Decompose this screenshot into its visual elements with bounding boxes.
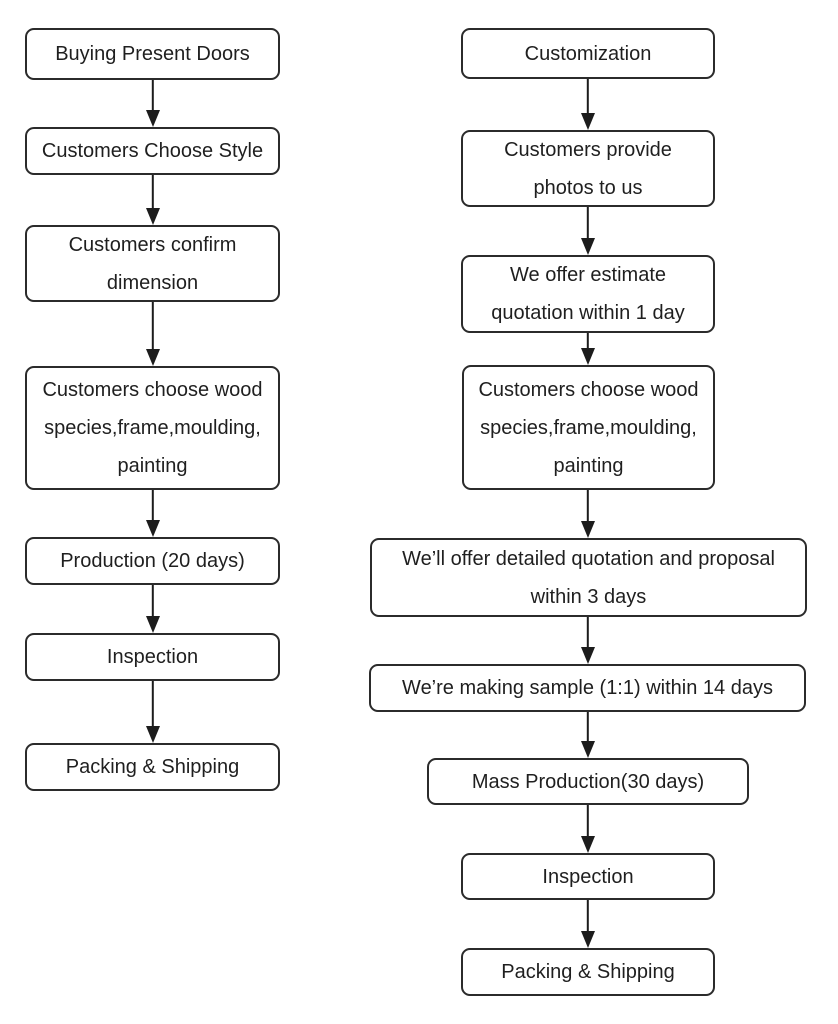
step-customers-confirm-dimension: Customers confirm dimension <box>25 225 280 302</box>
down-arrow-connector <box>579 333 596 365</box>
step-detailed-quotation-proposal: We’ll offer detailed quotation and propo… <box>370 538 807 617</box>
down-arrow-connector <box>579 79 596 130</box>
step-customization: Customization <box>461 28 715 79</box>
step-making-sample: We’re making sample (1:1) within 14 days <box>369 664 806 712</box>
step-inspection-right: Inspection <box>461 853 715 900</box>
down-arrow-connector <box>144 585 161 633</box>
down-arrow-connector <box>144 175 161 225</box>
step-customers-provide-photos: Customers provide photos to us <box>461 130 715 207</box>
down-arrow-connector <box>579 617 596 664</box>
step-buying-present-doors: Buying Present Doors <box>25 28 280 80</box>
step-customers-choose-style: Customers Choose Style <box>25 127 280 175</box>
down-arrow-connector <box>144 302 161 366</box>
step-estimate-quotation: We offer estimate quotation within 1 day <box>461 255 715 333</box>
step-mass-production: Mass Production(30 days) <box>427 758 749 805</box>
step-packing-shipping-left: Packing & Shipping <box>25 743 280 791</box>
step-customers-choose-wood-right: Customers choose wood species,frame,moul… <box>462 365 715 490</box>
step-packing-shipping-right: Packing & Shipping <box>461 948 715 996</box>
down-arrow-connector <box>579 805 596 853</box>
down-arrow-connector <box>579 490 596 538</box>
step-production-20-days: Production (20 days) <box>25 537 280 585</box>
down-arrow-connector <box>579 712 596 758</box>
down-arrow-connector <box>579 900 596 948</box>
down-arrow-connector <box>579 207 596 255</box>
down-arrow-connector <box>144 80 161 127</box>
down-arrow-connector <box>144 490 161 537</box>
step-customers-choose-wood: Customers choose wood species,frame,moul… <box>25 366 280 490</box>
step-inspection-left: Inspection <box>25 633 280 681</box>
down-arrow-connector <box>144 681 161 743</box>
